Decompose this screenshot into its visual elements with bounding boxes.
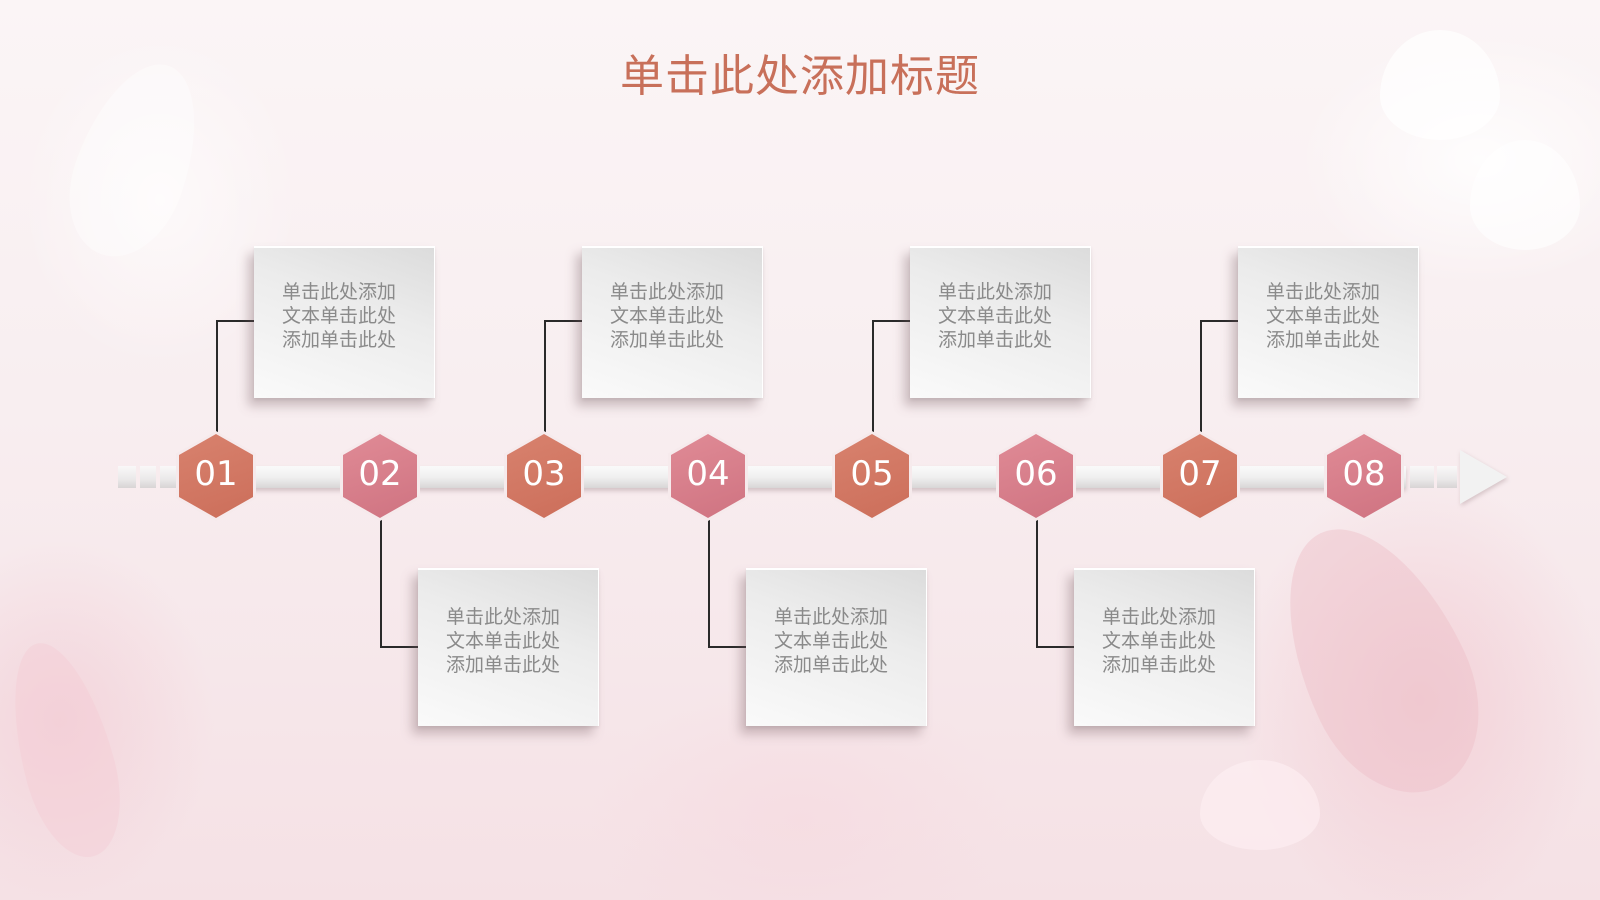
bar-head-segment — [1410, 466, 1434, 488]
connector-05 — [872, 320, 874, 436]
connector-01 — [216, 320, 218, 436]
connector-06 — [1036, 516, 1038, 646]
card-line: 文本单击此处 — [446, 630, 561, 652]
card-line: 添加单击此处 — [774, 654, 889, 676]
step-marker-08[interactable]: 08 — [1327, 434, 1401, 518]
bar-tail-segment — [160, 466, 180, 488]
card-line: 文本单击此处 — [1102, 630, 1217, 652]
petal-decoration — [1200, 760, 1320, 850]
card-line: 添加单击此处 — [446, 654, 561, 676]
card-line: 单击此处添加 — [1102, 606, 1217, 628]
card-line: 添加单击此处 — [1266, 329, 1381, 351]
card-line: 添加单击此处 — [1102, 654, 1217, 676]
text-card-05[interactable]: 单击此处添加 文本单击此处 添加单击此处 — [910, 246, 1091, 398]
step-number: 07 — [1178, 454, 1222, 494]
card-line: 添加单击此处 — [282, 329, 397, 351]
bar-tail-segment — [140, 466, 156, 488]
step-number: 03 — [522, 454, 566, 494]
card-line: 单击此处添加 — [1266, 281, 1381, 303]
text-card-07[interactable]: 单击此处添加 文本单击此处 添加单击此处 — [1238, 246, 1419, 398]
card-line: 添加单击此处 — [610, 329, 725, 351]
petal-decoration — [1470, 140, 1580, 250]
connector-06 — [1036, 646, 1074, 648]
step-number: 05 — [850, 454, 894, 494]
step-number: 02 — [358, 454, 402, 494]
bar-tail-segment — [118, 466, 136, 488]
step-number: 04 — [686, 454, 730, 494]
step-number: 01 — [194, 454, 238, 494]
card-text[interactable]: 单击此处添加 文本单击此处 添加单击此处 — [938, 280, 1062, 352]
petal-decoration — [1380, 30, 1500, 140]
card-line: 单击此处添加 — [610, 281, 725, 303]
step-marker-07[interactable]: 07 — [1163, 434, 1237, 518]
step-number: 08 — [1342, 454, 1386, 494]
text-card-04[interactable]: 单击此处添加 文本单击此处 添加单击此处 — [746, 568, 927, 726]
card-text[interactable]: 单击此处添加 文本单击此处 添加单击此处 — [1102, 605, 1226, 677]
connector-02 — [380, 646, 418, 648]
card-line: 文本单击此处 — [774, 630, 889, 652]
card-line: 单击此处添加 — [774, 606, 889, 628]
petal-decoration — [0, 632, 137, 868]
card-line: 文本单击此处 — [938, 305, 1053, 327]
card-text[interactable]: 单击此处添加 文本单击此处 添加单击此处 — [610, 280, 734, 352]
connector-02 — [380, 516, 382, 646]
connector-03 — [544, 320, 582, 322]
card-text[interactable]: 单击此处添加 文本单击此处 添加单击此处 — [774, 605, 898, 677]
connector-05 — [872, 320, 910, 322]
card-line: 文本单击此处 — [1266, 305, 1381, 327]
bar-head-segment — [1437, 466, 1457, 488]
text-card-01[interactable]: 单击此处添加 文本单击此处 添加单击此处 — [254, 246, 435, 398]
card-line: 文本单击此处 — [610, 305, 725, 327]
card-text[interactable]: 单击此处添加 文本单击此处 添加单击此处 — [446, 605, 570, 677]
card-line: 文本单击此处 — [282, 305, 397, 327]
connector-01 — [216, 320, 254, 322]
text-card-06[interactable]: 单击此处添加 文本单击此处 添加单击此处 — [1074, 568, 1255, 726]
card-text[interactable]: 单击此处添加 文本单击此处 添加单击此处 — [282, 280, 406, 352]
connector-07 — [1200, 320, 1238, 322]
arrow-right-icon — [1460, 450, 1507, 504]
text-card-02[interactable]: 单击此处添加 文本单击此处 添加单击此处 — [418, 568, 599, 726]
timeline-bar — [182, 466, 1406, 488]
card-text[interactable]: 单击此处添加 文本单击此处 添加单击此处 — [1266, 280, 1390, 352]
card-line: 单击此处添加 — [446, 606, 561, 628]
step-marker-02[interactable]: 02 — [343, 434, 417, 518]
connector-04 — [708, 646, 746, 648]
step-number: 06 — [1014, 454, 1058, 494]
card-line: 单击此处添加 — [938, 281, 1053, 303]
card-line: 单击此处添加 — [282, 281, 397, 303]
connector-03 — [544, 320, 546, 436]
connector-04 — [708, 516, 710, 646]
connector-07 — [1200, 320, 1202, 436]
card-line: 添加单击此处 — [938, 329, 1053, 351]
slide-title[interactable]: 单击此处添加标题 — [620, 51, 980, 102]
text-card-03[interactable]: 单击此处添加 文本单击此处 添加单击此处 — [582, 246, 763, 398]
